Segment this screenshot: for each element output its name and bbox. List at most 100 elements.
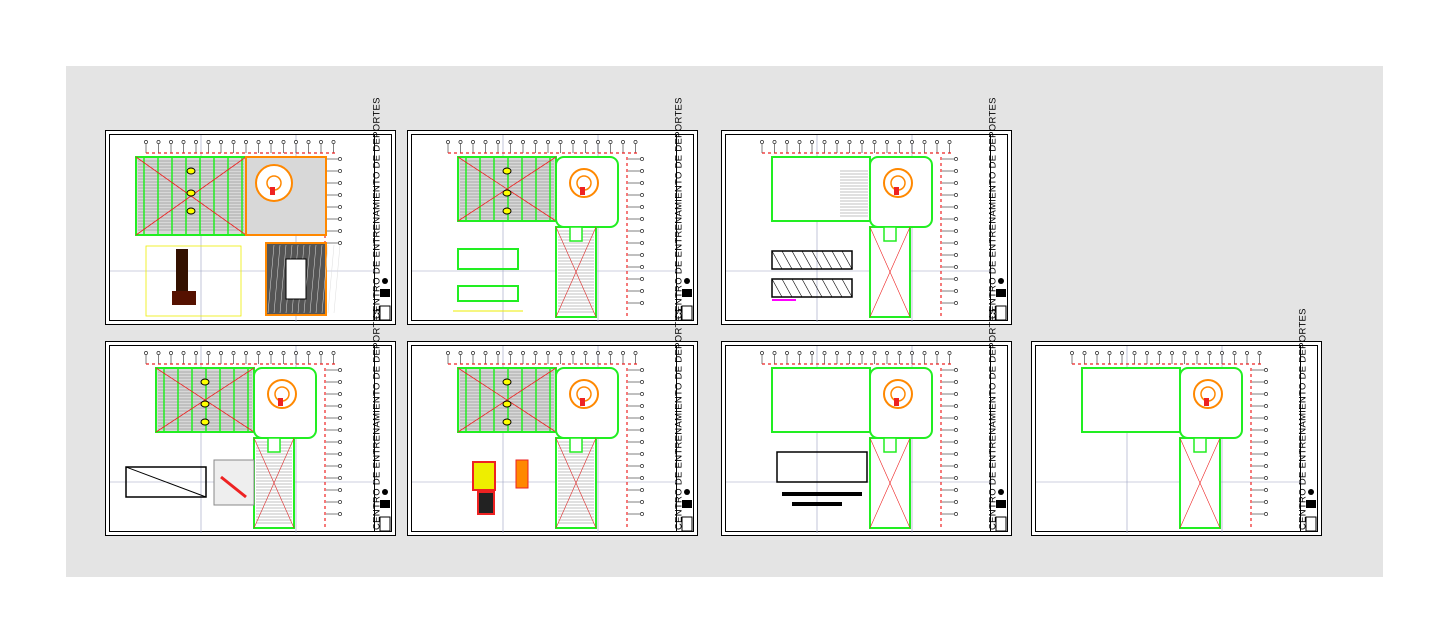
axis-bubble bbox=[169, 351, 173, 355]
drawing-sheet-7[interactable]: CENTRO DE ENTRENAMIENTO DE DEPORTES bbox=[1031, 308, 1322, 536]
logo-mark bbox=[382, 278, 388, 284]
axis-bubble bbox=[1157, 351, 1162, 355]
axis-bubble bbox=[954, 512, 958, 516]
axis-bubble bbox=[546, 140, 550, 144]
axis-bubble bbox=[1195, 351, 1199, 355]
axis-bubble bbox=[546, 351, 550, 355]
axis-bubble bbox=[954, 452, 958, 456]
axis-bubble bbox=[583, 351, 588, 355]
drawing-sheet-5[interactable]: CENTRO DE ENTRENAMIENTO DE DEPORTES bbox=[407, 308, 698, 536]
column-marker bbox=[200, 378, 210, 386]
axis-bubble bbox=[954, 392, 958, 396]
sheet-border bbox=[725, 134, 1008, 321]
axis-bubble bbox=[181, 351, 186, 355]
axis-bubble bbox=[521, 140, 525, 144]
axis-bubble bbox=[640, 277, 644, 281]
axis-bubble bbox=[640, 488, 644, 492]
axis-bubble bbox=[640, 193, 644, 197]
drawing-sheet-6[interactable]: CENTRO DE ENTRENAMIENTO DE DEPORTES bbox=[721, 308, 1012, 536]
axis-bubble bbox=[446, 140, 450, 144]
drawing-sheet-4[interactable]: CENTRO DE ENTRENAMIENTO DE DEPORTES bbox=[105, 308, 396, 536]
axis-bubble bbox=[281, 140, 286, 144]
axis-bubble bbox=[954, 440, 958, 444]
corridor bbox=[883, 437, 897, 453]
axis-bubble bbox=[640, 265, 644, 269]
axis-bubble bbox=[1264, 404, 1268, 408]
axis-bubble bbox=[294, 140, 298, 144]
axis-bubble bbox=[1082, 351, 1087, 355]
court-inner bbox=[285, 258, 307, 300]
axis-bubble bbox=[608, 351, 613, 355]
sheet-border bbox=[411, 345, 694, 532]
axis-bubble bbox=[1232, 351, 1237, 355]
axis-bubble bbox=[1095, 351, 1099, 355]
axis-bubble bbox=[897, 140, 902, 144]
title-block-stamp bbox=[996, 289, 1006, 297]
axis-bubble bbox=[954, 157, 958, 161]
title-block-cells bbox=[995, 516, 1007, 532]
axis-bubble bbox=[847, 351, 852, 355]
axis-bubble bbox=[319, 140, 323, 144]
axis-bubble bbox=[256, 140, 261, 144]
axis-bubble bbox=[954, 181, 958, 185]
axis-bubble bbox=[640, 452, 644, 456]
axis-bubble bbox=[338, 404, 342, 408]
title-block bbox=[374, 134, 392, 321]
axis-bubble bbox=[785, 140, 789, 144]
sheet-border bbox=[1035, 345, 1318, 532]
axis-bubble bbox=[458, 351, 463, 355]
axis-bubble bbox=[897, 351, 902, 355]
axis-bubble bbox=[496, 140, 500, 144]
axis-bubble bbox=[633, 140, 638, 144]
axis-bubble bbox=[954, 229, 958, 233]
axis-bubble bbox=[583, 140, 588, 144]
title-block bbox=[990, 345, 1008, 532]
axis-bubble bbox=[338, 452, 342, 456]
title-block-stamp bbox=[996, 500, 1006, 508]
axis-bubble bbox=[640, 500, 644, 504]
drawing-sheet-1[interactable]: CENTRO DE ENTRENAMIENTO DE DEPORTES bbox=[105, 97, 396, 325]
axis-bubble bbox=[471, 140, 475, 144]
axis-bubble bbox=[156, 140, 161, 144]
axis-bubble bbox=[954, 416, 958, 420]
axis-bubble bbox=[835, 140, 839, 144]
axis-bubble bbox=[483, 140, 488, 144]
axis-bubble bbox=[640, 289, 644, 293]
axis-bubble bbox=[256, 351, 261, 355]
drawing-sheet-2[interactable]: CENTRO DE ENTRENAMIENTO DE DEPORTES bbox=[407, 97, 698, 325]
axis-bubble bbox=[954, 380, 958, 384]
axis-bubble bbox=[954, 205, 958, 209]
axis-bubble bbox=[954, 169, 958, 173]
drawing-sheet-3[interactable]: CENTRO DE ENTRENAMIENTO DE DEPORTES bbox=[721, 97, 1012, 325]
axis-bubble bbox=[954, 404, 958, 408]
axis-bubble bbox=[1264, 416, 1268, 420]
axis-bubble bbox=[1120, 351, 1124, 355]
title-block bbox=[676, 134, 694, 321]
axis-bubble bbox=[621, 140, 625, 144]
axis-bubble bbox=[338, 392, 342, 396]
column-marker bbox=[502, 418, 512, 426]
axis-bubble bbox=[1182, 351, 1187, 355]
axis-bubble bbox=[1264, 476, 1268, 480]
axis-bubble bbox=[954, 428, 958, 432]
axis-bubble bbox=[810, 140, 814, 144]
detail-drawing bbox=[145, 245, 242, 317]
logo-mark bbox=[1308, 489, 1314, 495]
axis-bubble bbox=[797, 351, 802, 355]
axis-bubble bbox=[219, 140, 223, 144]
spiral-ramp bbox=[267, 379, 297, 409]
axis-bubble bbox=[181, 140, 186, 144]
axis-bubble bbox=[571, 140, 575, 144]
axis-bubble bbox=[954, 301, 958, 305]
axis-bubble bbox=[640, 301, 644, 305]
corridor bbox=[883, 226, 897, 242]
detail-drawing bbox=[776, 451, 868, 506]
axis-bubble bbox=[954, 241, 958, 245]
plan-drawing bbox=[726, 135, 1007, 322]
axis-bubble bbox=[338, 428, 342, 432]
axis-bubble bbox=[954, 368, 958, 372]
axis-bubble bbox=[885, 140, 889, 144]
axis-bubble bbox=[640, 157, 644, 161]
axis-bubble bbox=[338, 157, 342, 161]
